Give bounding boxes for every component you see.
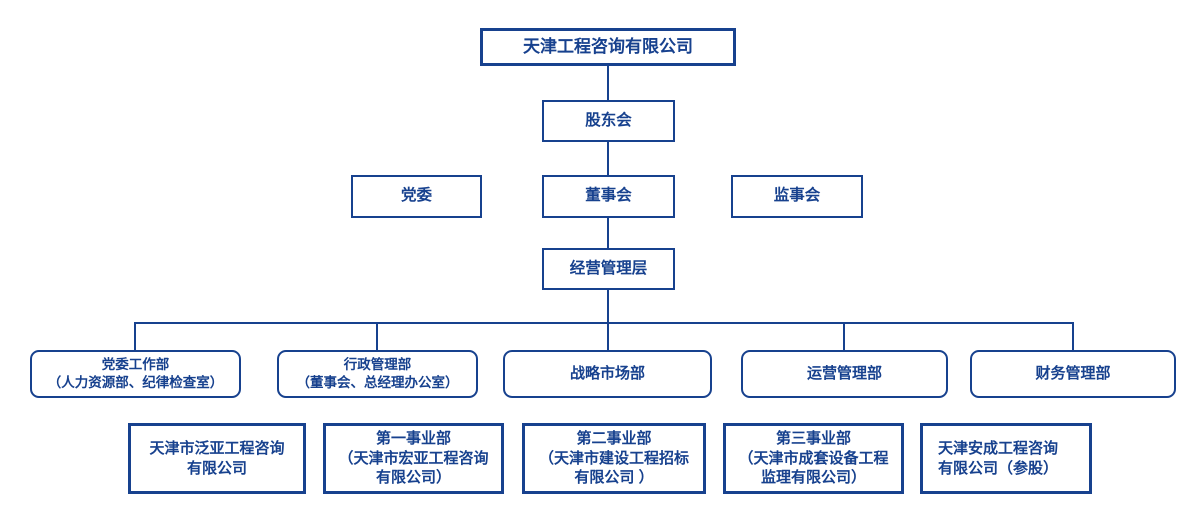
connector-departments-bar [134,322,1074,324]
connector-root-shareholders [607,66,609,100]
node-label-line: 天津市泛亚工程咨询 [149,440,285,457]
node-dept-party-work: 党委工作部 （人力资源部、纪律检查室） [30,350,241,398]
connector-drop-party-work [134,322,136,350]
connector-drop-operations [843,322,845,350]
node-label: 经营管理层 [569,259,648,277]
node-party-committee: 党委 [351,175,482,218]
node-label-line: 有限公司 [186,459,247,477]
node-sub-ancheng: 天津安成工程咨询 有限公司（参股） [920,423,1092,494]
node-label-line: 财务管理部 [1035,365,1111,383]
node-sub-division2: 第二事业部 （天津市建设工程招标 有限公司 ） [522,423,706,494]
node-label-line: （董事会、总经理办公室） [296,375,459,390]
node-label-line: 第二事业部 [576,430,652,448]
node-sub-division1: 第一事业部 （天津市宏亚工程咨询 有限公司） [323,423,504,494]
node-dept-strategy-market: 战略市场部 [503,350,712,398]
node-label-line: 有限公司） [375,469,451,487]
node-dept-operations: 运营管理部 [741,350,948,398]
node-shareholders-meeting: 股东会 [542,100,675,142]
node-board-of-directors: 董事会 [542,175,675,218]
node-label-line: （天津市建设工程招标 [538,449,689,467]
node-label-line: 战略市场部 [569,365,645,383]
node-label-line: （天津市成套设备工程 [738,449,889,467]
node-label-line: 行政管理部 [343,357,412,373]
node-label-line: 有限公司（参股） [938,459,1059,477]
node-label: 董事会 [585,187,632,205]
node-label-line: 有限公司 ） [574,469,654,487]
connector-drop-finance [1072,322,1074,350]
node-dept-admin: 行政管理部 （董事会、总经理办公室） [277,350,478,398]
node-label: 党委 [400,187,432,205]
node-label-line: （天津市宏亚工程咨询 [338,449,489,467]
node-label: 股东会 [585,111,632,129]
node-supervisory-board: 监事会 [731,175,863,218]
node-label-line: 监理有限公司） [760,469,866,487]
node-label: 监事会 [773,187,821,205]
node-sub-division3: 第三事业部 （天津市成套设备工程 监理有限公司） [723,423,904,494]
node-management-layer: 经营管理层 [542,248,675,290]
connector-shareholders-board [607,142,609,175]
node-label: 天津工程咨询有限公司 [523,36,693,56]
connector-management-stem [607,290,609,350]
node-label-line: 第一事业部 [375,430,451,448]
node-label-line: 运营管理部 [806,365,882,383]
node-dept-finance: 财务管理部 [970,350,1176,398]
node-label-line: 天津安成工程咨询 [938,440,1059,457]
node-label-line: （人力资源部、纪律检查室） [47,375,224,390]
node-label-line: 党委工作部 [101,357,170,373]
node-company-root: 天津工程咨询有限公司 [480,28,736,66]
node-sub-fanya: 天津市泛亚工程咨询 有限公司 [128,423,306,494]
node-label-line: 第三事业部 [775,430,851,448]
connector-board-management [607,218,609,248]
connector-drop-admin [376,322,378,350]
